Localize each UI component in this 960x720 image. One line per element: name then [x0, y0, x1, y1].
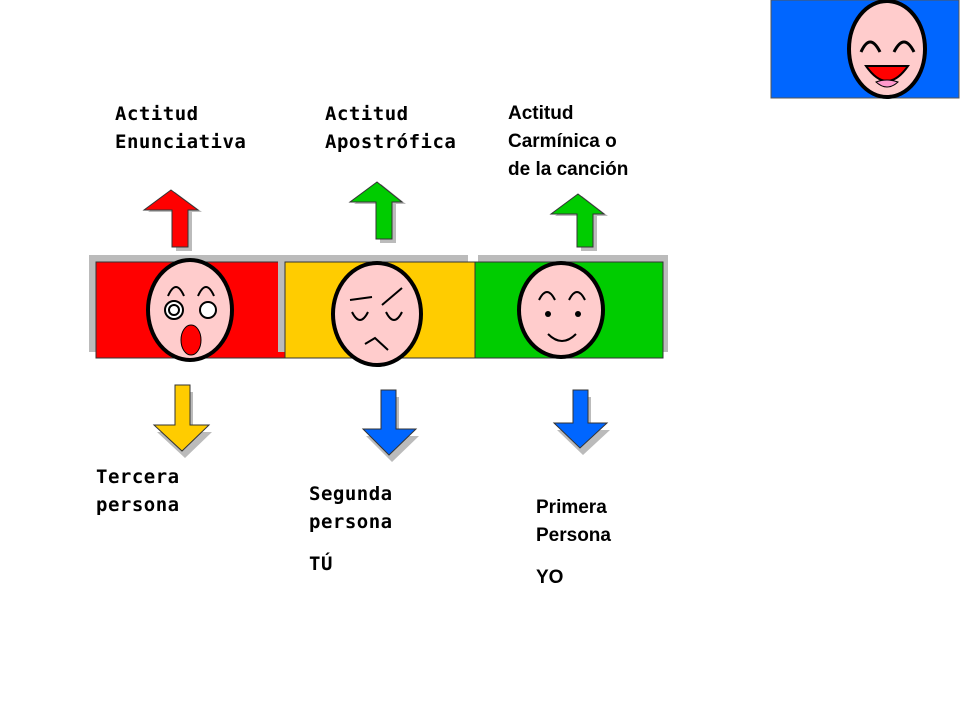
arrow-down-icon	[361, 389, 419, 462]
label-actitud-enunciativa: Actitud Enunciativa	[115, 103, 247, 153]
label-actitud-carminica: Actitud Carmínica o de la canción	[508, 103, 629, 180]
content-face-icon	[517, 261, 605, 359]
label-tercera-persona: Tercera persona	[96, 466, 180, 516]
arrow-down-icon	[152, 384, 212, 458]
corner-badge	[770, 0, 960, 99]
surprised-face-icon	[146, 258, 234, 362]
arrow-up-icon	[549, 193, 608, 251]
laughing-face-icon	[847, 0, 927, 99]
arrow-up-icon	[348, 181, 406, 243]
arrow-up-icon	[142, 189, 202, 251]
label-actitud-apostrofica: Actitud Apostrófica	[325, 103, 457, 153]
label-primera-persona: Primera Persona YO	[536, 497, 611, 588]
arrow-down-icon	[552, 389, 610, 455]
angry-face-icon	[331, 261, 423, 367]
label-segunda-persona: Segunda persona TÚ	[309, 483, 393, 575]
